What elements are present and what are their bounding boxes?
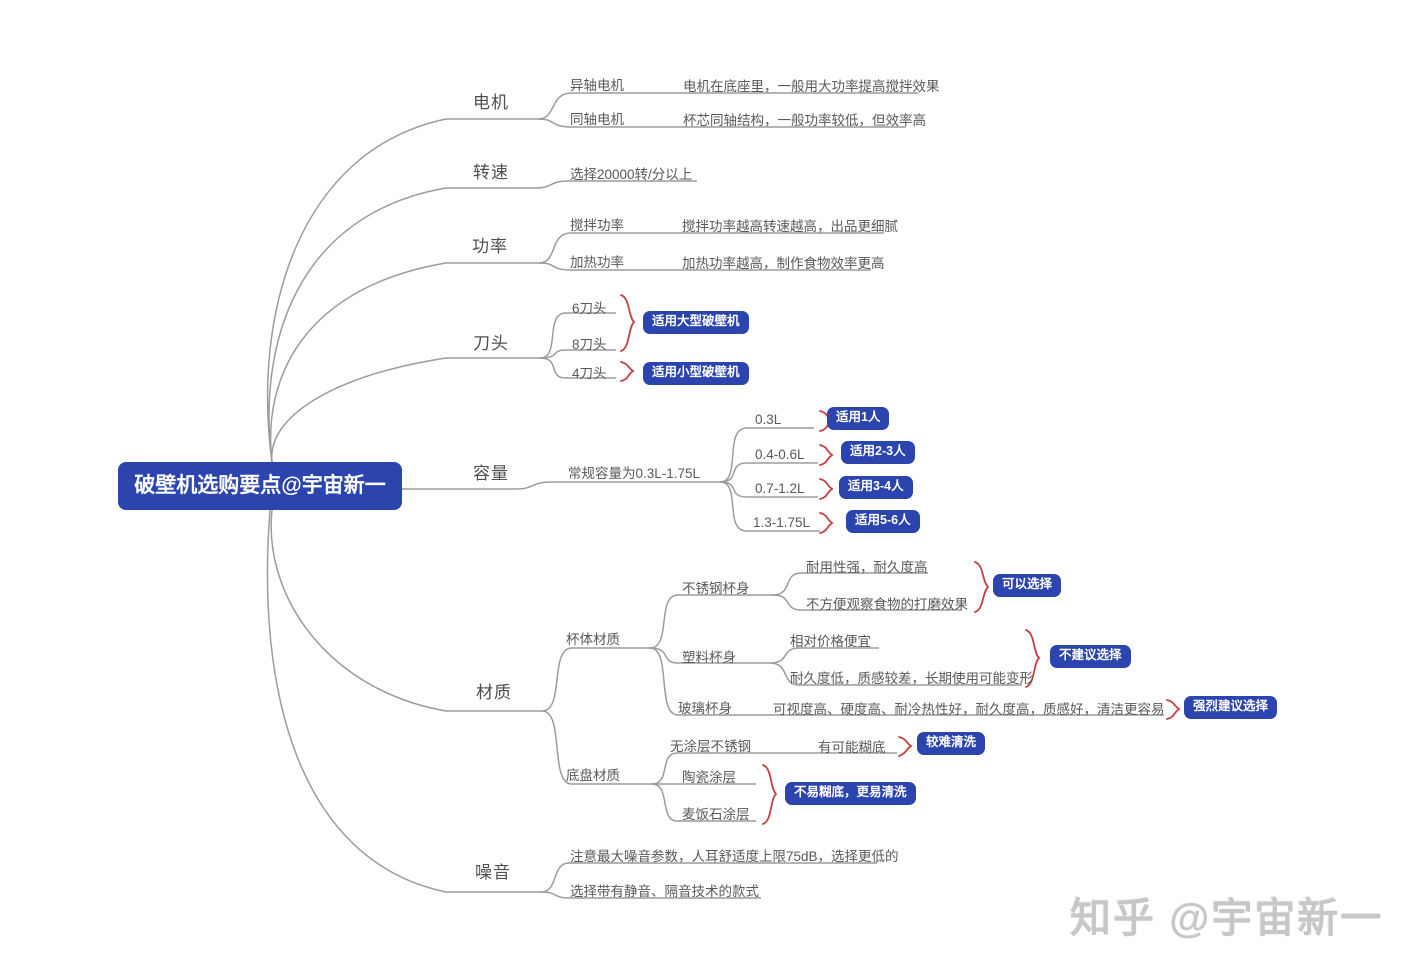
ceramic-coating-label: 陶瓷涂层 xyxy=(682,770,736,785)
blade-type: 8刀头 xyxy=(572,337,607,352)
root-topic: 破壁机选购要点@宇宙新一 xyxy=(118,462,402,510)
maifan-coating-label: 麦饭石涂层 xyxy=(682,807,750,822)
power-type-desc: 搅拌功率越高转速越高，出品更细腻 xyxy=(682,219,898,234)
base-material-label: 底盘材质 xyxy=(566,768,620,783)
motor-type-desc: 电机在底座里，一般用大功率提高搅拌效果 xyxy=(683,79,940,94)
blade-type: 4刀头 xyxy=(572,366,607,381)
badge-stainless-verdict: 可以选择 xyxy=(993,574,1062,597)
motor-type-label: 异轴电机 xyxy=(570,78,624,93)
noise-note: 选择带有静音、隔音技术的款式 xyxy=(570,884,759,899)
speed-note: 选择20000转/分以上 xyxy=(570,167,693,182)
branch-noise-label: 噪音 xyxy=(475,863,511,882)
badge-capacity-persons: 适用2-3人 xyxy=(841,441,915,464)
noise-note: 注意最大噪音参数，人耳舒适度上限75dB，选择更低的 xyxy=(570,849,899,864)
brace-plastic xyxy=(1025,629,1041,688)
power-type-desc: 加热功率越高，制作食物效率更高 xyxy=(682,256,885,271)
motor-type-label: 同轴电机 xyxy=(570,112,624,127)
badge-capacity-persons: 适用5-6人 xyxy=(846,510,920,533)
branch-material-label: 材质 xyxy=(476,683,512,702)
brace-glass xyxy=(1166,699,1181,720)
capacity-range: 1.3-1.75L xyxy=(753,515,811,530)
badge-capacity-persons: 适用3-4人 xyxy=(839,476,913,499)
uncoated-base-label: 无涂层不锈钢 xyxy=(670,739,751,754)
badge-capacity-persons: 适用1人 xyxy=(827,407,890,430)
brace-capacity-4 xyxy=(819,512,834,534)
brace-capacity-2 xyxy=(819,444,834,466)
plastic-cup-pros: 相对价格便宜 xyxy=(790,634,871,649)
stainless-cup-cons: 不方便观察食物的打磨效果 xyxy=(806,597,968,612)
brace-coated xyxy=(762,764,778,825)
brace-blade-small xyxy=(620,361,635,382)
stainless-cup-pros: 耐用性强，耐久度高 xyxy=(806,560,928,575)
capacity-note: 常规容量为0.3L-1.75L xyxy=(568,466,701,481)
plastic-cup-cons: 耐久度低，质感较差，长期使用可能变形 xyxy=(790,671,1033,686)
cup-material-label: 杯体材质 xyxy=(566,632,620,647)
badge-uncoated-verdict: 较难清洗 xyxy=(917,732,986,755)
brace-capacity-3 xyxy=(819,478,834,500)
glass-cup-label: 玻璃杯身 xyxy=(678,701,732,716)
badge-large-blender: 适用大型破壁机 xyxy=(643,311,749,334)
uncoated-base-desc: 有可能糊底 xyxy=(818,740,886,755)
glass-cup-desc: 可视度高、硬度高、耐冷热性好，耐久度高，质感好，清洁更容易 xyxy=(773,702,1165,717)
plastic-cup-label: 塑料杯身 xyxy=(682,650,736,665)
badge-coated-verdict: 不易糊底，更易清洗 xyxy=(785,782,916,805)
branch-power-label: 功率 xyxy=(472,237,508,256)
motor-type-desc: 杯芯同轴结构，一般功率较低，但效率高 xyxy=(683,113,926,128)
power-type-label: 加热功率 xyxy=(570,255,624,270)
branch-speed-label: 转速 xyxy=(473,163,509,182)
branch-motor-label: 电机 xyxy=(473,93,509,112)
power-type-label: 搅拌功率 xyxy=(570,218,624,233)
stainless-cup-label: 不锈钢杯身 xyxy=(682,581,750,596)
badge-glass-verdict: 强烈建议选择 xyxy=(1184,696,1278,719)
badge-small-blender: 适用小型破壁机 xyxy=(643,362,749,385)
blade-type: 6刀头 xyxy=(572,301,607,316)
branch-capacity-label: 容量 xyxy=(473,464,509,483)
brace-uncoated xyxy=(898,736,913,757)
brace-marks xyxy=(620,294,1181,825)
badge-plastic-verdict: 不建议选择 xyxy=(1050,645,1131,668)
branch-blade-label: 刀头 xyxy=(473,334,509,353)
zhihu-watermark: 知乎 @宇宙新一 xyxy=(1070,895,1384,941)
branch-curves xyxy=(266,92,1164,899)
capacity-range: 0.4-0.6L xyxy=(755,447,805,462)
capacity-range: 0.7-1.2L xyxy=(755,481,805,496)
brace-blade-large xyxy=(620,294,636,352)
capacity-range: 0.3L xyxy=(755,412,782,427)
brace-stainless xyxy=(974,561,990,613)
